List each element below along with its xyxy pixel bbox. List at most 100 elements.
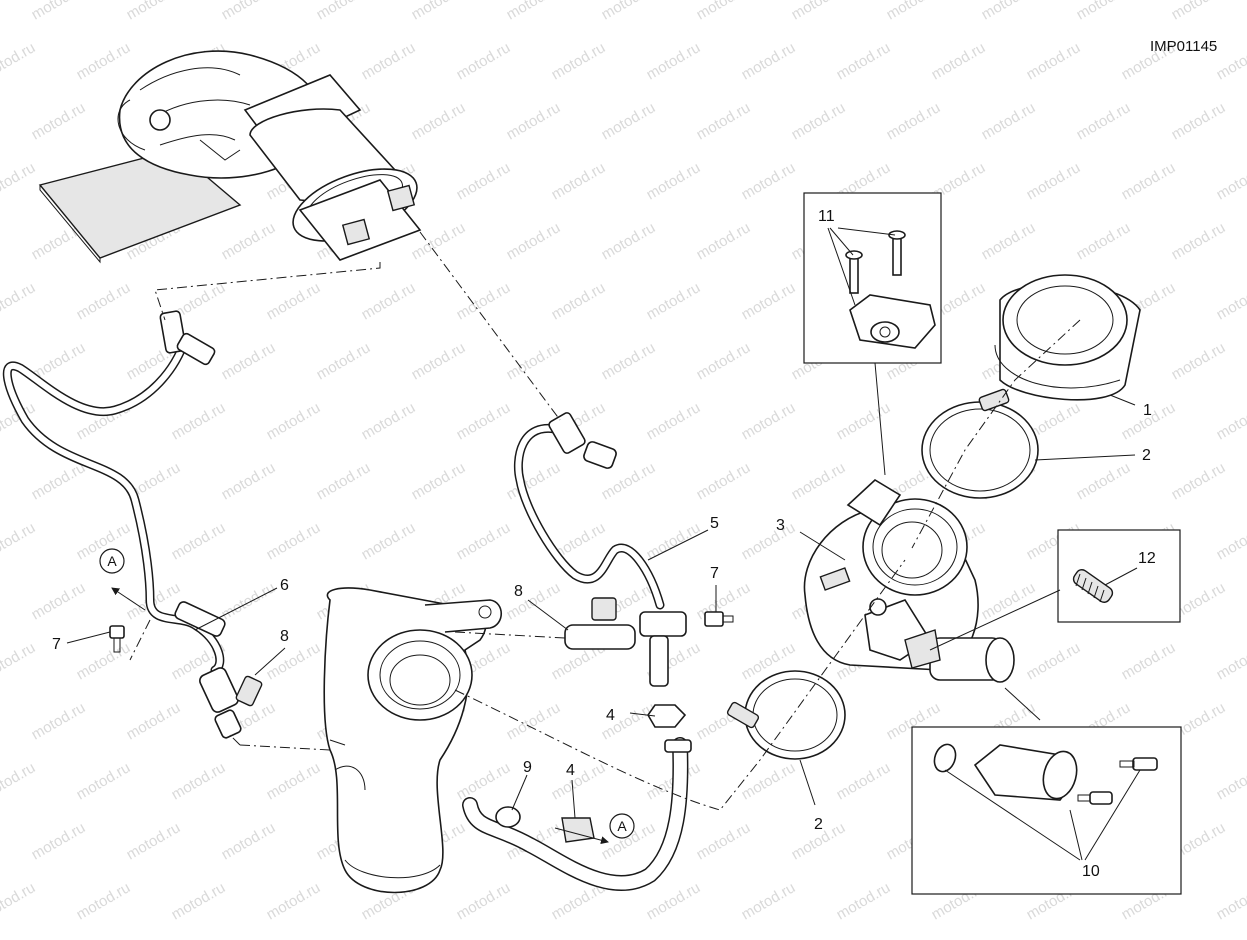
callout-8-right: 8 [514,583,523,600]
watermark-text: motod.ru [1024,639,1084,683]
watermark-text: motod.ru [219,459,279,503]
callout-9: 9 [523,759,532,776]
watermark-text: motod.ru [694,219,754,263]
watermark-text: motod.ru [504,219,564,263]
watermark-text: motod.ru [644,159,704,203]
right-injector-connector [592,598,616,620]
watermark-text: motod.ru [644,39,704,83]
watermark-text: motod.ru [169,399,229,443]
watermark-text: motod.ru [29,0,89,23]
watermark-text: motod.ru [979,219,1039,263]
right-screw-head [705,612,723,626]
callout-10: 10 [1082,863,1100,880]
watermark-text: motod.ru [219,339,279,383]
watermark-text: motod.ru [834,879,894,923]
watermark-text: motod.ru [599,99,659,143]
watermark-text: motod.ru [0,279,38,323]
callout-3: 3 [776,517,785,534]
watermark-text: motod.ru [264,639,324,683]
watermark-text: motod.ru [454,519,514,563]
watermark-text: motod.ru [1214,879,1247,923]
watermark-text: motod.ru [0,39,38,83]
watermark-text: motod.ru [314,0,374,23]
watermark-text: motod.ru [1074,219,1134,263]
callout-1: 1 [1143,402,1152,419]
left-injector-connector [235,675,262,706]
watermark-text: motod.ru [0,519,38,563]
watermark-text: motod.ru [644,519,704,563]
watermark-text: motod.ru [599,219,659,263]
center-fuel-hose [518,411,660,605]
intake-boot [995,275,1140,400]
watermark-text: motod.ru [359,519,419,563]
hose-end-open [496,807,520,827]
ref-a-bottom: A [610,814,634,838]
watermark-text: motod.ru [359,399,419,443]
watermark-text: motod.ru [694,339,754,383]
lower-band-clamp [727,671,845,759]
watermark-text: motod.ru [454,159,514,203]
watermark-text: motod.ru [454,39,514,83]
tps-screw-right [893,235,901,275]
watermark-text: motod.ru [74,879,134,923]
actuator-screw-2 [1090,792,1112,804]
watermark-text: motod.ru [739,519,799,563]
callout-8-left: 8 [280,628,289,645]
watermark-text: motod.ru [0,639,38,683]
watermark-text: motod.ru [1024,39,1084,83]
watermark-text: motod.ru [1119,159,1179,203]
watermark-text: motod.ru [74,279,134,323]
watermark-text: motod.ru [599,0,659,23]
manifold-port [368,630,472,720]
ref-a-left: A [100,549,124,573]
watermark-text: motod.ru [29,99,89,143]
watermark-text: motod.ru [1169,99,1229,143]
watermark-text: motod.ru [504,0,564,23]
right-fuel-rail [640,612,686,636]
watermark-text: motod.ru [454,759,514,803]
callout-2-top: 2 [1142,447,1151,464]
watermark-text: motod.ru [504,699,564,743]
left-screw-head [110,626,124,638]
throttle-body [804,480,1014,682]
callout-11: 11 [818,208,835,225]
watermark-text: motod.ru [264,519,324,563]
watermark-text: motod.ru [1214,399,1247,443]
right-injector-body [565,625,635,649]
upper-clamp [922,389,1038,498]
watermark-text: motod.ru [929,39,989,83]
svg-text:A: A [107,553,117,569]
watermark-text: motod.ru [0,159,38,203]
watermark-text: motod.ru [739,279,799,323]
watermark-text: motod.ru [834,39,894,83]
callout-4-upper: 4 [606,707,615,724]
watermark-text: motod.ru [1074,459,1134,503]
watermark-text: motod.ru [644,879,704,923]
watermark-text: motod.ru [504,579,564,623]
tps-screw-left [850,255,858,293]
watermark-text: motod.ru [694,819,754,863]
watermark-text: motod.ru [219,579,279,623]
watermark-text: motod.ru [884,99,944,143]
watermark-text: motod.ru [74,759,134,803]
center-connector-elbow [582,440,617,469]
watermark-text: motod.ru [694,459,754,503]
watermark-text: motod.ru [29,819,89,863]
watermark-text: motod.ru [834,399,894,443]
lower-clamp-ring [745,671,845,759]
watermark-text: motod.ru [834,759,894,803]
watermark-text: motod.ru [694,0,754,23]
watermark-text: motod.ru [1214,519,1247,563]
watermark-text: motod.ru [694,99,754,143]
quick-connector-elbow [176,332,216,366]
watermark-text: motod.ru [549,759,609,803]
watermark-text: motod.ru [599,339,659,383]
watermark-text: motod.ru [124,699,184,743]
watermark-text: motod.ru [1214,279,1247,323]
watermark-text: motod.ru [644,399,704,443]
watermark-text: motod.ru [1074,99,1134,143]
watermark-text: motod.ru [409,0,469,23]
watermark-text: motod.ru [359,39,419,83]
